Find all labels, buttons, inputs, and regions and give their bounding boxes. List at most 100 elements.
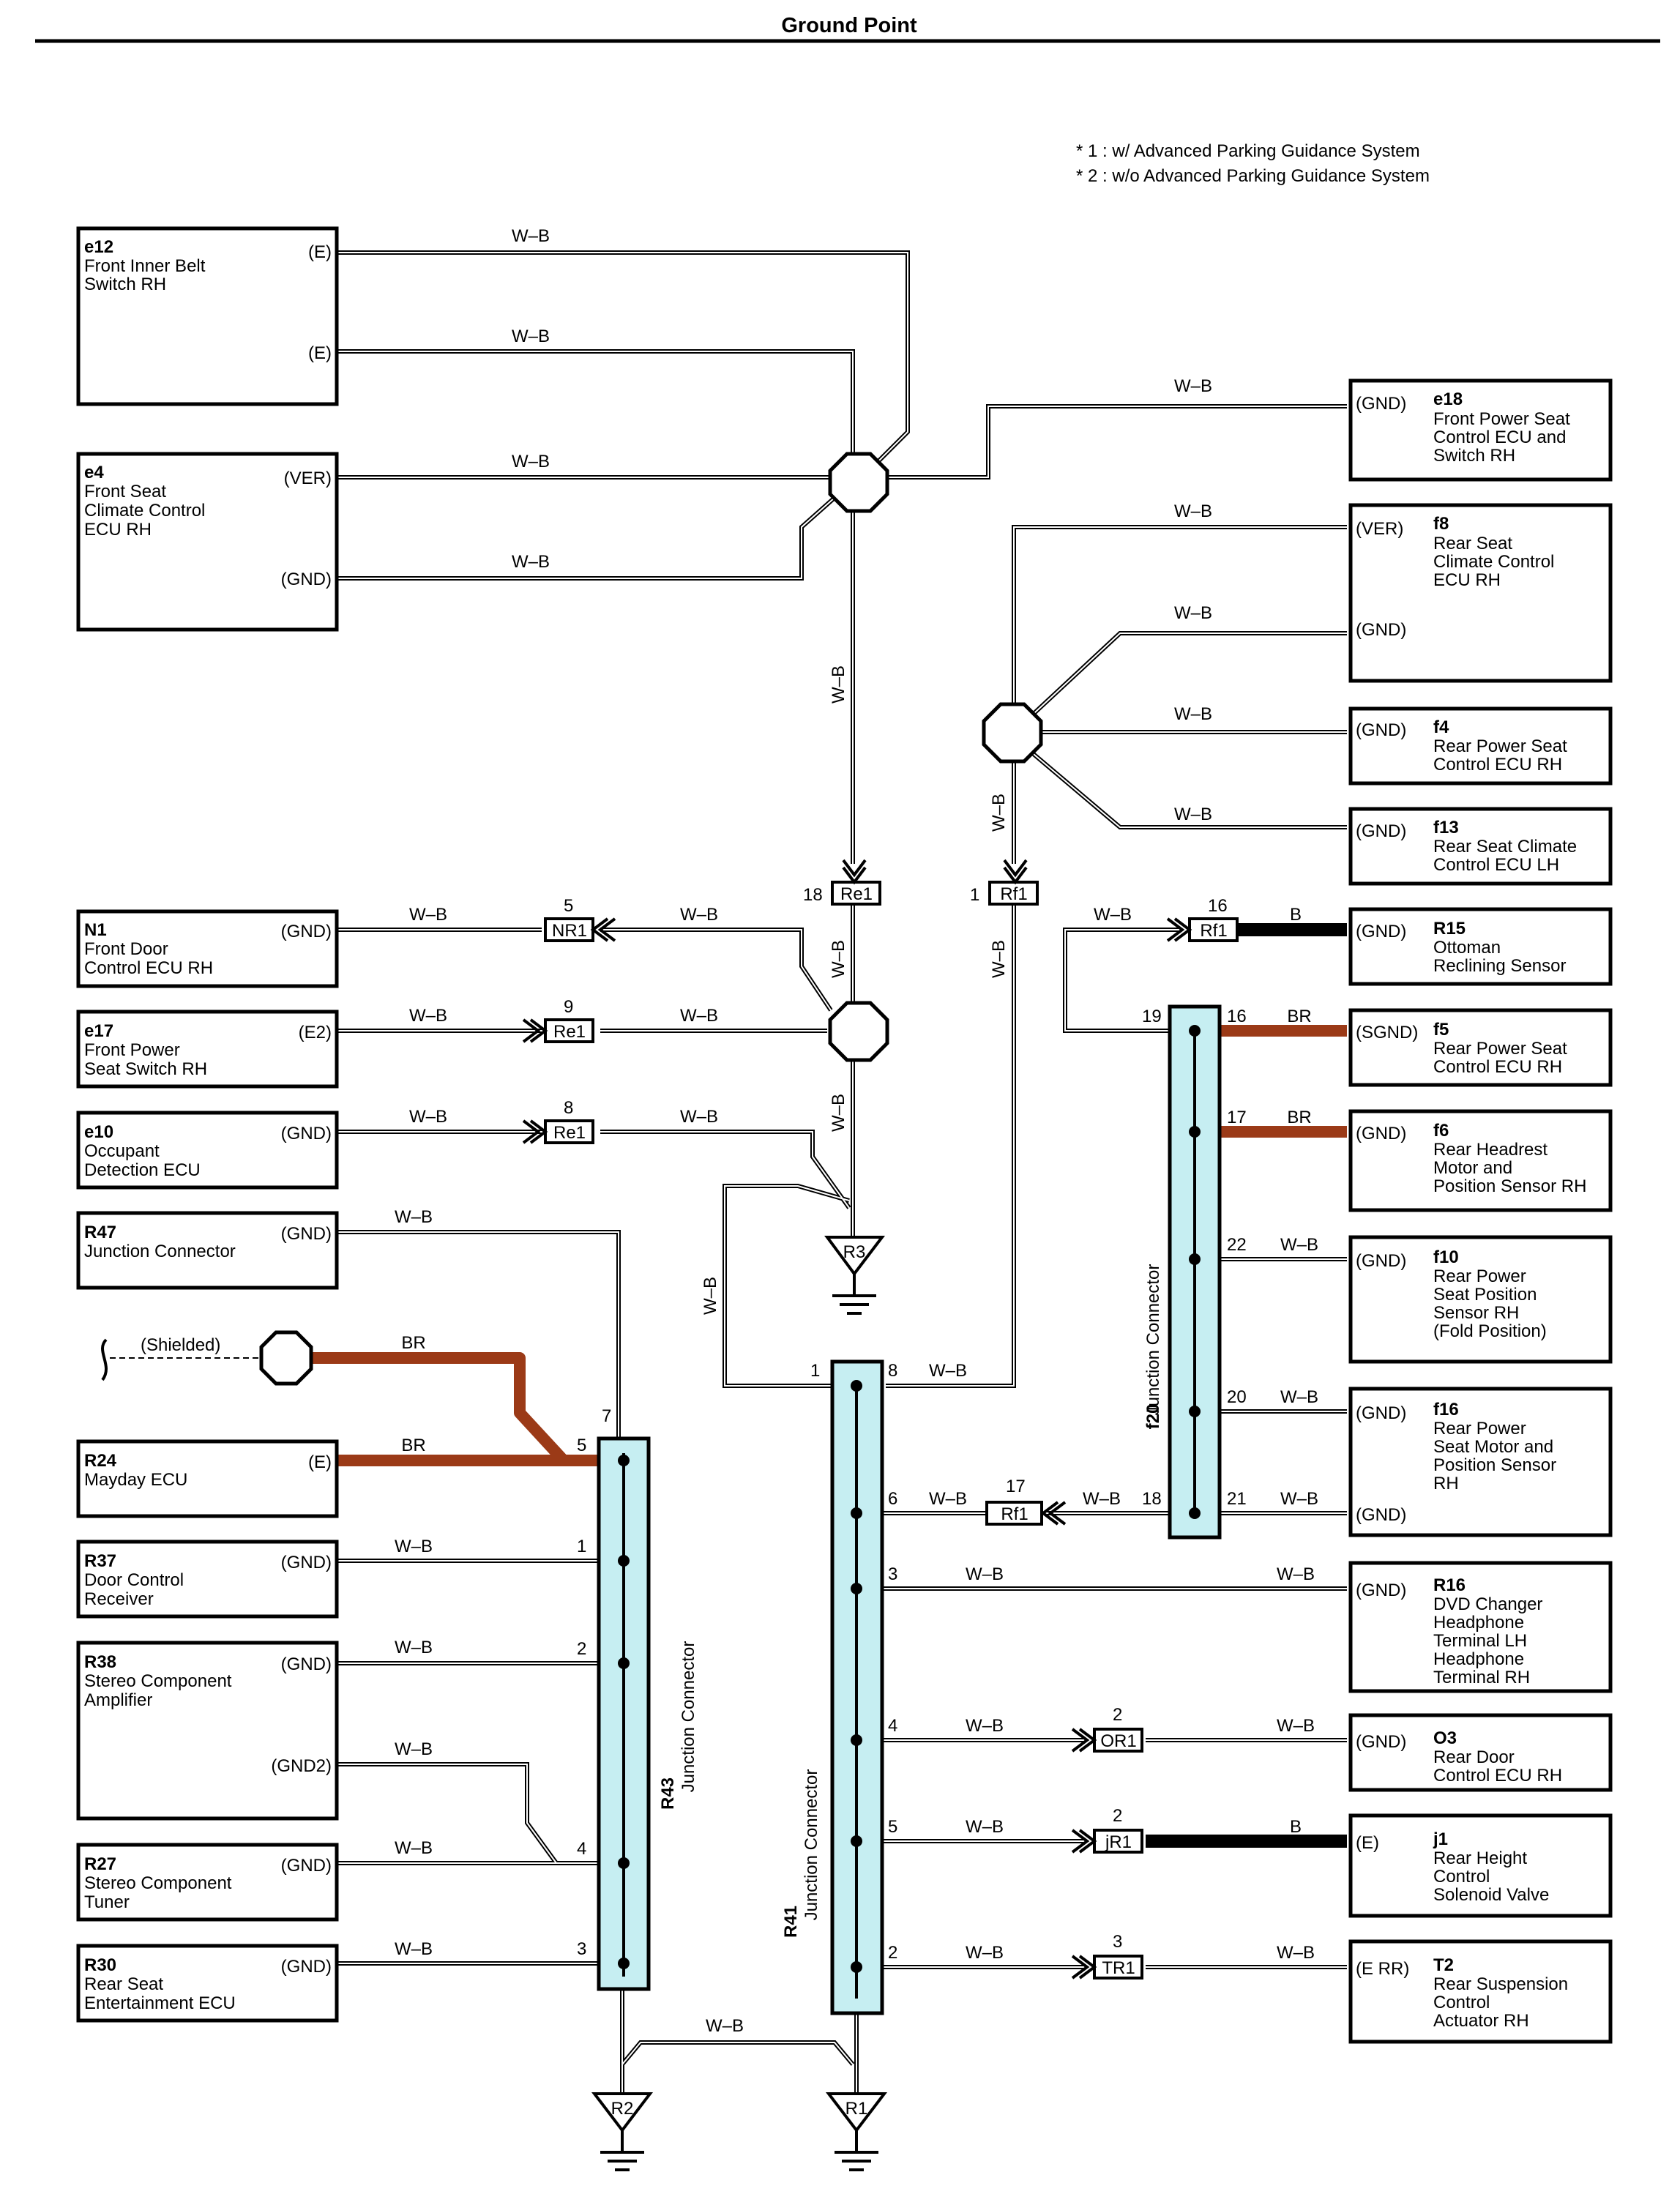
comp-id-f8: f8	[1433, 514, 1449, 534]
wire-label-v: W–B	[701, 1277, 720, 1315]
pin: 16	[1227, 1007, 1247, 1026]
pin-name: (GND)	[1356, 394, 1406, 414]
pin: 8	[888, 1361, 897, 1381]
comp-id-e12: e12	[84, 237, 113, 257]
pin: 17	[1006, 1477, 1026, 1496]
junction-name-R43: Junction Connector	[679, 1641, 698, 1793]
wires-br	[311, 1025, 1347, 1466]
pin-name: (VER)	[284, 469, 332, 488]
comp-name: (Fold Position)	[1433, 1321, 1547, 1341]
junction-bars	[597, 1004, 1222, 2015]
pin: 3	[888, 1564, 897, 1584]
junction-id-R41: R41	[781, 1906, 801, 1938]
pin: 5	[888, 1817, 897, 1837]
wire-label: W–B	[395, 1838, 433, 1858]
comp-name: Occupant	[84, 1141, 160, 1161]
pin: 8	[564, 1098, 573, 1118]
box-T2	[1348, 1939, 1613, 2044]
pin: 22	[1227, 1235, 1247, 1255]
pin: 19	[1142, 1007, 1162, 1026]
comp-name: Climate Control	[84, 501, 205, 520]
left-boxes	[76, 226, 339, 2023]
ground-label-R2: R2	[611, 2099, 634, 2119]
comp-id-N1: N1	[84, 920, 107, 940]
comp-id-f5: f5	[1433, 1020, 1449, 1040]
junction-id-R43: R43	[658, 1777, 678, 1810]
splice-octagon-1	[828, 452, 889, 513]
note-2: * 2 : w/o Advanced Parking Guidance Syst…	[1076, 166, 1430, 186]
note-1: * 1 : w/ Advanced Parking Guidance Syste…	[1076, 141, 1420, 161]
comp-name: Position Sensor	[1433, 1455, 1556, 1475]
ground-icon-R3	[824, 1236, 886, 1277]
pin-name: (GND)	[281, 922, 332, 941]
page-title: Ground Point	[781, 14, 917, 37]
comp-name: Sensor RH	[1433, 1303, 1519, 1323]
comp-name: DVD Changer	[1433, 1594, 1542, 1614]
comp-name: Rear Seat	[84, 1974, 163, 1994]
wire-label-b: B	[1290, 1817, 1302, 1837]
wire-label: W–B	[1174, 603, 1212, 623]
pin-name: (GND2)	[271, 1756, 332, 1776]
comp-id-f16: f16	[1433, 1400, 1459, 1419]
conn-NR1	[544, 917, 594, 942]
wire-label: W–B	[706, 2016, 744, 2036]
pin: 2	[888, 1943, 897, 1963]
pin: 7	[602, 1406, 611, 1426]
pin-name: (GND)	[1356, 821, 1406, 841]
wire-label: W–B	[1277, 1564, 1315, 1584]
chevrons	[522, 859, 1192, 1980]
pin: 2	[577, 1639, 586, 1659]
comp-name: Actuator RH	[1433, 2011, 1529, 2031]
comp-name: Rear Seat Climate	[1433, 837, 1577, 857]
comp-name: Rear Door	[1433, 1747, 1515, 1767]
comp-name: Position Sensor RH	[1433, 1176, 1586, 1196]
wire-label: W–B	[1280, 1387, 1318, 1407]
box-j1	[1348, 1813, 1613, 1918]
comp-name: Control ECU RH	[84, 958, 213, 978]
comp-name: Control ECU LH	[1433, 855, 1559, 875]
comp-name: Rear Headrest	[1433, 1140, 1548, 1160]
wire-label: W–B	[1280, 1489, 1318, 1509]
conn-OR1	[1093, 1728, 1143, 1753]
pin-name: (E)	[308, 343, 332, 363]
wire-label: W–B	[409, 1006, 447, 1026]
junction-name-R41: Junction Connector	[802, 1769, 821, 1921]
shielded-label: (Shielded)	[141, 1335, 220, 1355]
wire-label-br: BR	[401, 1436, 425, 1455]
comp-name: Front Door	[84, 939, 168, 959]
box-R24	[76, 1439, 339, 1518]
comp-id-e17: e17	[84, 1021, 113, 1041]
comp-name: Front Power	[84, 1040, 180, 1060]
right-boxes	[1348, 378, 1613, 2044]
comp-name: Headphone	[1433, 1649, 1524, 1669]
pin: 9	[564, 997, 573, 1017]
wire-label: W–B	[929, 1489, 967, 1509]
comp-name: Detection ECU	[84, 1160, 201, 1180]
comp-name: Switch RH	[1433, 446, 1515, 466]
comp-id-R16: R16	[1433, 1575, 1466, 1595]
wire-label: W–B	[512, 552, 550, 572]
box-f10	[1348, 1235, 1613, 1364]
pin: 3	[1113, 1932, 1122, 1952]
ground-symbols	[591, 1236, 888, 2171]
comp-name: Headphone	[1433, 1613, 1524, 1633]
box-e10	[76, 1111, 339, 1190]
pin: 2	[1113, 1806, 1122, 1826]
wires-b	[1146, 923, 1347, 1848]
wire-label: W–B	[966, 1716, 1004, 1736]
pin-name: (GND)	[281, 1224, 332, 1244]
pin: 18	[803, 885, 823, 905]
pin: 21	[1227, 1489, 1247, 1509]
splice-octagon-2	[828, 1001, 889, 1062]
comp-name: Front Power Seat	[1433, 409, 1570, 429]
pin-name: (E2)	[299, 1023, 332, 1042]
comp-name: ECU RH	[84, 520, 152, 540]
wire-label: W–B	[966, 1943, 1004, 1963]
comp-name: ECU RH	[1433, 570, 1501, 590]
junction-name-f20: Junction Connector	[1143, 1264, 1163, 1416]
comp-name: Control	[1433, 1993, 1490, 2012]
comp-name: Reclining Sensor	[1433, 956, 1566, 976]
wire-label-br: BR	[1287, 1007, 1311, 1026]
ground-label-R3: R3	[843, 1242, 866, 1262]
pin-name: (GND)	[281, 1856, 332, 1876]
